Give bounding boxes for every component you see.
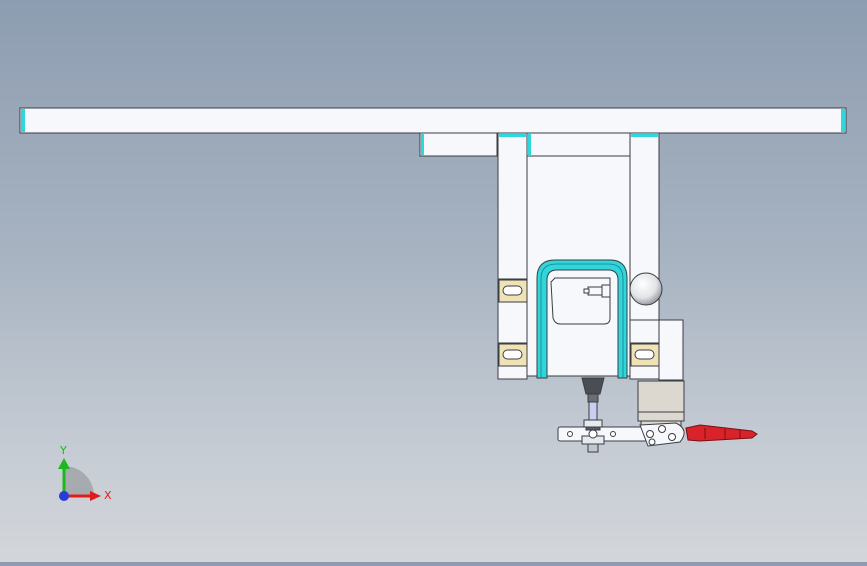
- clamp-spindle[interactable]: [581, 377, 605, 453]
- bracket-lower-left[interactable]: [498, 343, 528, 367]
- clamp-body[interactable]: [637, 380, 685, 430]
- right-column[interactable]: [629, 132, 660, 380]
- slot-window: [550, 277, 611, 325]
- coordinate-triad-icon: Y X: [58, 444, 112, 502]
- top-beam[interactable]: [19, 107, 847, 134]
- fixture-assembly: [19, 107, 847, 453]
- side-plate[interactable]: [658, 319, 684, 381]
- locating-pin[interactable]: [583, 284, 611, 298]
- ball-knob[interactable]: [629, 272, 663, 306]
- mount-plate-center[interactable]: [526, 132, 631, 157]
- bracket-upper-left[interactable]: [498, 279, 528, 303]
- linkage-pivots: [567, 431, 616, 437]
- left-column[interactable]: [497, 132, 528, 380]
- triad-y-label: Y: [59, 444, 67, 457]
- clamp-handle[interactable]: [685, 424, 758, 442]
- triad-x-label: X: [104, 489, 112, 502]
- u-rod[interactable]: [536, 259, 628, 379]
- toggle-clamp-linkage[interactable]: [557, 422, 685, 447]
- bracket-lower-right[interactable]: [630, 343, 660, 367]
- mount-plate-left[interactable]: [419, 132, 498, 157]
